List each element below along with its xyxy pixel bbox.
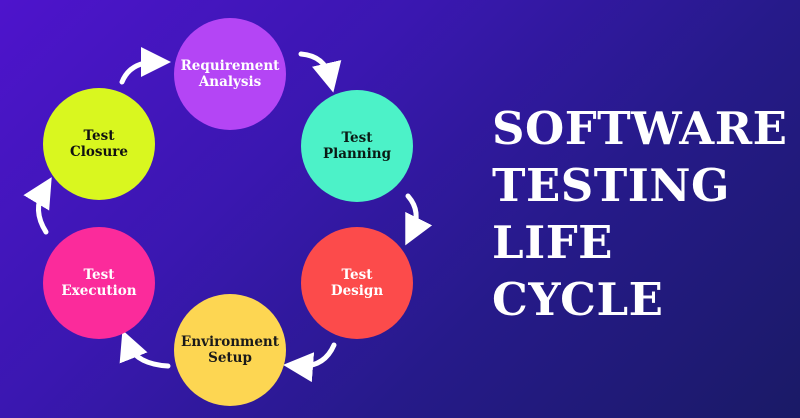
page-title: SOFTWARE TESTING LIFE CYCLE <box>492 100 787 328</box>
node-label-line1: Test <box>341 130 373 146</box>
title-line: SOFTWARE <box>492 102 788 155</box>
node-test-execution: Test Execution <box>43 227 155 339</box>
node-label-line1: Test <box>83 128 115 144</box>
node-label-line2: Setup <box>208 350 252 366</box>
title-line: LIFE <box>492 216 613 269</box>
node-environment-setup: Environment Setup <box>174 294 286 406</box>
arrow-icon <box>298 51 342 93</box>
arrow-icon <box>119 47 171 85</box>
arrow-icon <box>23 177 52 235</box>
node-label-line2: Design <box>330 283 384 299</box>
node-test-closure: Test Closure <box>43 88 155 200</box>
node-label-line2: Execution <box>61 283 137 299</box>
node-test-design: Test Design <box>301 227 413 339</box>
node-label-line2: Closure <box>70 144 128 160</box>
arrow-icon <box>405 193 433 246</box>
node-label-line2: Planning <box>322 146 392 162</box>
arrow-icon <box>283 342 337 383</box>
title-line: TESTING <box>492 159 730 212</box>
title-line: CYCLE <box>492 273 664 326</box>
node-label-line1: Environment <box>181 334 279 350</box>
node-label-line1: Test <box>341 267 373 283</box>
node-label-line2: Analysis <box>198 74 262 90</box>
node-label-line1: Requirement <box>180 58 280 74</box>
node-test-planning: Test Planning <box>301 90 413 202</box>
node-label-line1: Test <box>83 267 115 283</box>
arrow-icon <box>119 330 171 369</box>
node-requirement-analysis: Requirement Analysis <box>174 18 286 130</box>
